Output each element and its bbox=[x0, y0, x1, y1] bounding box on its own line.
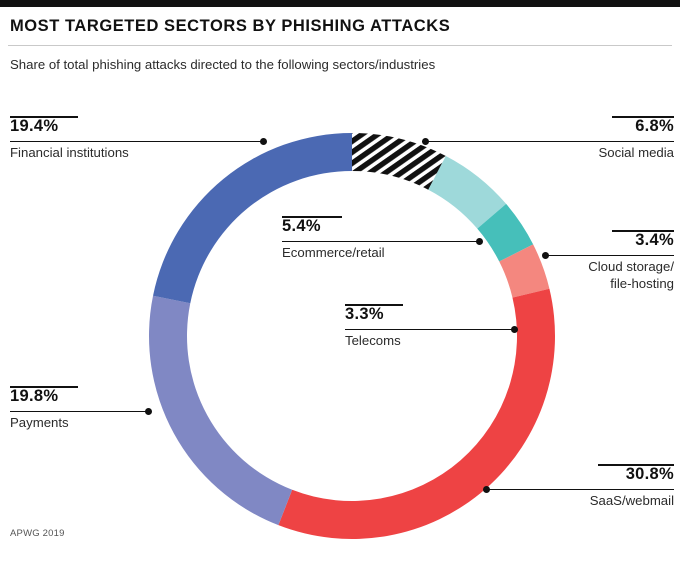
callout-value: 19.4% bbox=[10, 117, 59, 135]
callout-ecommerce-retail: 5.4% Ecommerce/retail bbox=[282, 216, 483, 261]
callout-value: 19.8% bbox=[10, 387, 59, 405]
callout-label: Financial institutions bbox=[10, 145, 129, 160]
callout-cap-rule bbox=[345, 304, 403, 306]
callout-leader-line bbox=[282, 241, 479, 242]
callout-value: 3.3% bbox=[345, 305, 384, 323]
callout-cap-rule bbox=[612, 116, 674, 118]
callout-leader-dot bbox=[145, 408, 152, 415]
callout-cap-rule bbox=[282, 216, 342, 218]
title-divider bbox=[8, 45, 672, 46]
callout-leader-line bbox=[486, 489, 674, 490]
callout-financial-institutions: 19.4% Financial institutions bbox=[10, 116, 267, 161]
callout-label: Ecommerce/retail bbox=[282, 245, 385, 260]
callout-leader-line bbox=[10, 411, 148, 412]
callout-leader-dot bbox=[422, 138, 429, 145]
callout-value: 3.4% bbox=[635, 231, 674, 249]
callout-leader-dot bbox=[483, 486, 490, 493]
page-subtitle: Share of total phishing attacks directed… bbox=[10, 57, 436, 72]
callout-leader-dot bbox=[511, 326, 518, 333]
callout-label-line1: Cloud storage/ bbox=[588, 259, 674, 274]
callout-telecoms: 3.3% Telecoms bbox=[345, 304, 525, 349]
callout-leader-dot bbox=[260, 138, 267, 145]
source-note: APWG 2019 bbox=[10, 528, 65, 539]
callout-cap-rule bbox=[598, 464, 674, 466]
callout-leader-line bbox=[345, 329, 514, 330]
callout-payments: 19.8% Payments bbox=[10, 386, 220, 431]
callout-leader-line bbox=[10, 141, 263, 142]
top-rule bbox=[0, 0, 680, 7]
callout-leader-dot bbox=[542, 252, 549, 259]
callout-value: 6.8% bbox=[635, 117, 674, 135]
callout-cap-rule bbox=[10, 386, 78, 388]
callout-label: Social media bbox=[598, 145, 675, 160]
callout-leader-dot bbox=[476, 238, 483, 245]
page-title: MOST TARGETED SECTORS BY PHISHING ATTACK… bbox=[10, 17, 451, 35]
callout-label-line2: file-hosting bbox=[610, 276, 674, 291]
callout-label: Telecoms bbox=[345, 333, 401, 348]
callout-label: Payments bbox=[10, 415, 69, 430]
callout-value: 5.4% bbox=[282, 217, 321, 235]
callout-value: 30.8% bbox=[625, 465, 674, 483]
callout-cloud-storage: 3.4% Cloud storage/ file-hosting bbox=[470, 230, 674, 292]
callout-cap-rule bbox=[10, 116, 78, 118]
callout-saas-webmail: 30.8% SaaS/webmail bbox=[460, 464, 674, 509]
callout-cap-rule bbox=[612, 230, 674, 232]
callout-leader-line bbox=[422, 141, 674, 142]
callout-leader-line bbox=[546, 255, 674, 256]
callout-label: SaaS/webmail bbox=[589, 493, 674, 508]
callout-social-media: 6.8% Social media bbox=[422, 116, 675, 161]
